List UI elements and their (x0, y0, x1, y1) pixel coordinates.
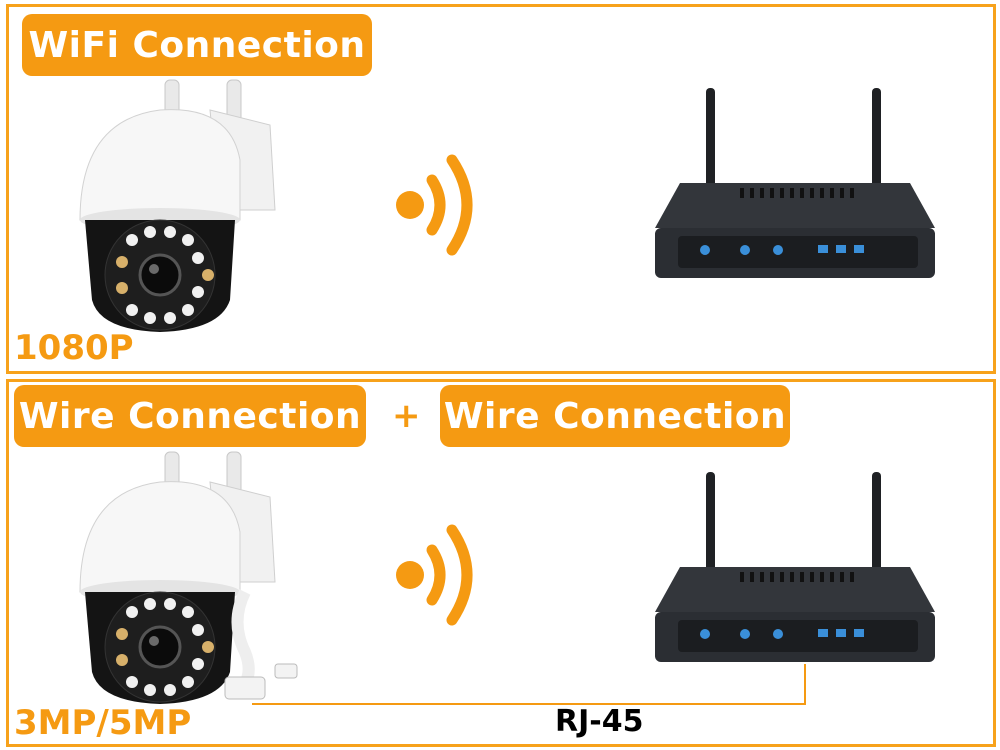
camera-icon (79, 451, 298, 704)
wifi-signal-icon (396, 524, 473, 626)
router-icon (655, 472, 935, 662)
resolution-label-3mp-5mp: 3MP/5MP (14, 703, 192, 743)
wire-connection-title-right: Wire Connection (440, 385, 790, 447)
camera-icon (79, 79, 276, 332)
wifi-connection-title: WiFi Connection (22, 14, 372, 76)
wifi-signal-icon (396, 154, 473, 256)
plus-sign: + (392, 396, 421, 436)
router-icon (655, 88, 935, 278)
rj45-label: RJ-45 (555, 704, 644, 739)
resolution-label-1080p: 1080P (14, 328, 134, 368)
wire-connection-panel (6, 379, 996, 747)
wire-connection-title-left: Wire Connection (14, 385, 366, 447)
wifi-connection-panel (6, 4, 996, 374)
